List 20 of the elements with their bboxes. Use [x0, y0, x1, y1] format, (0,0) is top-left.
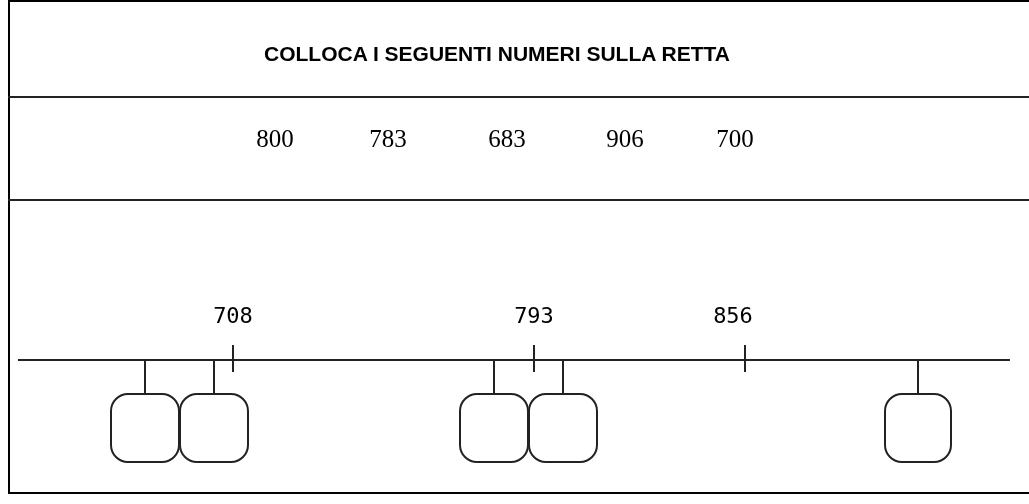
number-to-place: 683 — [488, 125, 526, 153]
number-to-place: 700 — [716, 125, 754, 153]
leader-line — [144, 360, 146, 394]
number-to-place: 800 — [256, 125, 294, 153]
answer-box — [459, 393, 529, 463]
leader-line — [562, 360, 564, 394]
tick-label: 793 — [514, 303, 554, 328]
number-to-place: 783 — [369, 125, 407, 153]
title: COLLOCA I SEGUENTI NUMERI SULLA RETTA — [263, 42, 731, 66]
leader-line — [493, 360, 495, 394]
answer-box — [528, 393, 598, 463]
number-to-place: 906 — [606, 125, 644, 153]
tick-label: 708 — [213, 303, 253, 328]
answer-box — [884, 393, 952, 463]
tick-label: 856 — [713, 303, 753, 328]
answer-box — [179, 393, 249, 463]
leader-line — [213, 360, 215, 394]
leader-line — [917, 360, 919, 394]
answer-box — [110, 393, 180, 463]
number-line — [18, 359, 1010, 361]
